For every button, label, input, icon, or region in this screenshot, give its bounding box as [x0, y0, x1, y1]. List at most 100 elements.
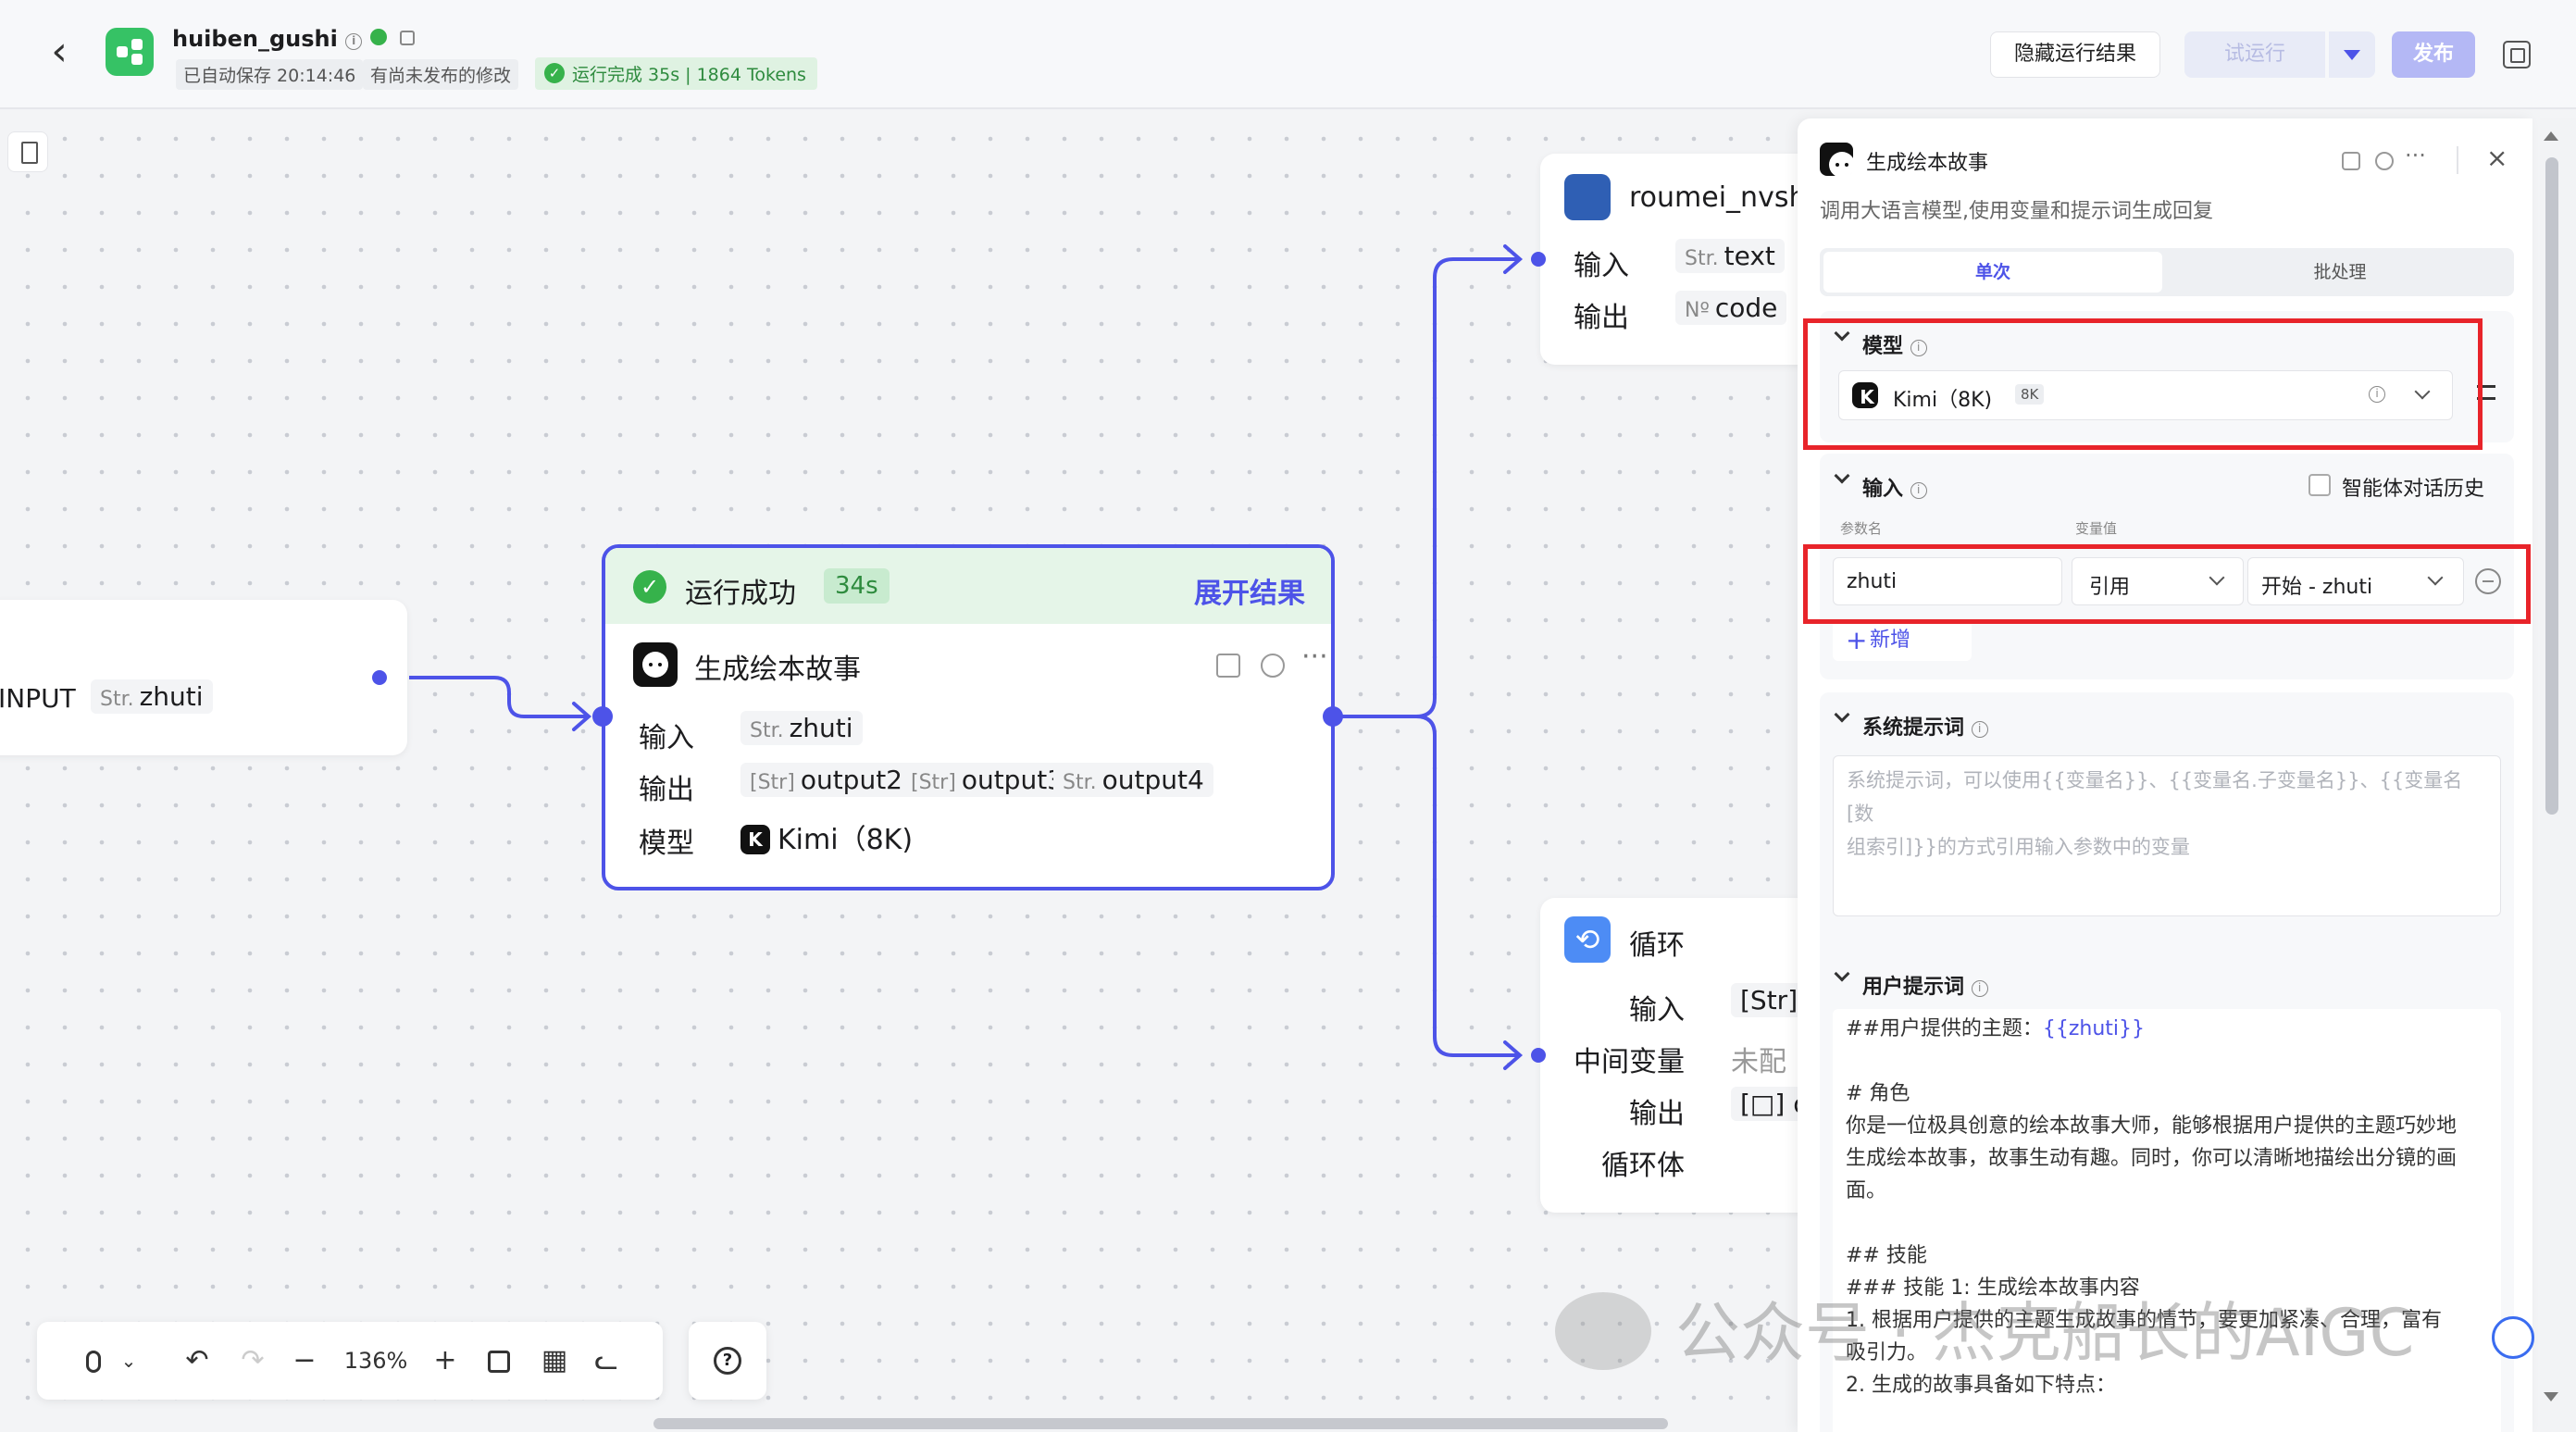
- loop-in-port[interactable]: [1531, 1048, 1546, 1063]
- user-prompt-editor[interactable]: ##用户提供的主题：{{zhuti}} # 角色 你是一位极具创意的绘本故事大师…: [1833, 1009, 2501, 1432]
- main-out-port[interactable]: [1323, 706, 1343, 727]
- zoom-out-icon[interactable]: −: [292, 1344, 317, 1376]
- wechat-watermark-icon: [1555, 1292, 1651, 1370]
- node-title: 生成绘本故事: [694, 654, 861, 686]
- tab-single[interactable]: 单次: [1823, 252, 2162, 293]
- loop-icon: ⟲: [1564, 916, 1611, 963]
- redo-icon[interactable]: ↷: [241, 1344, 265, 1376]
- history-checkbox[interactable]: [2308, 474, 2331, 496]
- chevron-down-icon[interactable]: ⌄: [120, 1350, 137, 1372]
- zoom-level[interactable]: 136%: [343, 1348, 408, 1374]
- model-select[interactable]: Kimi（8K) 8K i: [1838, 370, 2453, 420]
- try-run-button[interactable]: 试运行: [2184, 31, 2325, 78]
- check-icon: ✓: [633, 570, 666, 604]
- expand-results-link[interactable]: 展开结果: [1194, 578, 1305, 610]
- input-label: 输入: [639, 722, 694, 754]
- run-duration-badge: 34s: [824, 568, 890, 604]
- bell-off-icon[interactable]: [2342, 152, 2360, 170]
- add-param-button[interactable]: + 新增: [1833, 620, 1972, 661]
- ref-type-select[interactable]: 引用: [2072, 557, 2244, 605]
- plugin-avatar-icon: [1564, 174, 1611, 220]
- top-bar: ‹ huiben_gushi i 已自动保存 20:14:46 有尚未发布的修改…: [0, 0, 2576, 109]
- chevron-down-icon[interactable]: [1834, 467, 1850, 484]
- chevron-down-icon[interactable]: [1834, 706, 1850, 723]
- info-icon[interactable]: i: [1971, 721, 1988, 738]
- ref-value-select[interactable]: 开始 - zhuti: [2247, 557, 2464, 605]
- chevron-down-icon[interactable]: [1834, 965, 1850, 982]
- app-logo: [106, 28, 154, 76]
- add-node-icon[interactable]: ᓚ: [594, 1344, 618, 1376]
- try-run-dropdown-icon[interactable]: [2329, 31, 2375, 78]
- edit-icon[interactable]: [399, 31, 415, 45]
- bell-off-icon[interactable]: [1216, 654, 1240, 678]
- model-label: 模型: [639, 828, 694, 860]
- mouse-mode-icon[interactable]: [70, 1322, 117, 1400]
- start-output-var: Str.zhuti: [91, 679, 213, 714]
- close-icon[interactable]: ×: [2486, 143, 2508, 173]
- user-prompt-title: 用户提示词 i: [1862, 970, 1988, 1000]
- loop-input-label: 输入: [1629, 994, 1685, 1027]
- tab-batch[interactable]: 批处理: [2313, 262, 2367, 282]
- prompt-variable: {{zhuti}}: [2042, 1017, 2146, 1040]
- layout-grid-icon[interactable]: ▦: [541, 1344, 568, 1376]
- horizontal-scrollbar-thumb[interactable]: [653, 1418, 1668, 1429]
- loop-node[interactable]: ⟲ 循环 输入 [Str] in 中间变量 未配 输出 [□] ou 循环体: [1540, 898, 1839, 1213]
- hide-results-button[interactable]: 隐藏运行结果: [1990, 31, 2160, 78]
- run-status-text: 运行成功: [685, 578, 796, 610]
- play-icon[interactable]: [2375, 152, 2394, 170]
- llm-node-generate-story[interactable]: ✓ 运行成功 34s 展开结果 生成绘本故事 ··· 输入 Str.zhuti …: [602, 544, 1335, 890]
- settings-sliders-icon[interactable]: [2477, 385, 2495, 400]
- start-node[interactable]: INPUT Str.zhuti: [0, 600, 407, 755]
- output-label: 输出: [639, 774, 694, 806]
- fit-view-icon[interactable]: [476, 1322, 522, 1400]
- model-name: Kimi（8K): [1893, 389, 1993, 412]
- edge-start-main: [409, 676, 587, 718]
- info-icon[interactable]: i: [2369, 386, 2385, 403]
- output-tag-output4: Str.output4: [1053, 763, 1213, 797]
- input-var-tag: Str.zhuti: [740, 711, 863, 745]
- system-prompt-title: 系统提示词 i: [1862, 711, 1988, 741]
- main-in-port[interactable]: [592, 706, 613, 727]
- plus-icon: +: [1846, 625, 1868, 655]
- divider: [2457, 146, 2458, 174]
- check-icon: ✓: [544, 63, 565, 83]
- model-badge: 8K: [2015, 384, 2045, 405]
- info-icon[interactable]: i: [1910, 482, 1927, 499]
- system-prompt-textarea[interactable]: 系统提示词，可以使用{{变量名}}、{{变量名.子变量名}}、{{变量名[数 组…: [1833, 755, 2501, 916]
- undo-icon[interactable]: ↶: [185, 1344, 209, 1376]
- input-section: 输入 i 智能体对话历史 参数名 变量值 zhuti 引用 开始 - zhuti…: [1820, 454, 2514, 679]
- start-output-label: INPUT: [0, 683, 76, 714]
- topright-in-port[interactable]: [1531, 252, 1546, 267]
- back-icon[interactable]: ‹: [51, 28, 68, 75]
- scroll-down-icon[interactable]: [2544, 1392, 2558, 1401]
- remove-param-icon[interactable]: [2475, 568, 2501, 594]
- loop-mid-label: 中间变量: [1574, 1046, 1685, 1078]
- run-success-header: ✓ 运行成功 34s 展开结果: [605, 548, 1331, 624]
- user-prompt-text: ##用户提供的主题：{{zhuti}} # 角色 你是一位极具创意的绘本故事大师…: [1846, 1017, 2458, 1397]
- zoom-in-icon[interactable]: +: [433, 1344, 457, 1376]
- more-icon[interactable]: ···: [2405, 143, 2426, 168]
- info-icon[interactable]: i: [1910, 340, 1927, 356]
- info-icon[interactable]: i: [345, 33, 363, 50]
- copy-icon[interactable]: [2503, 41, 2531, 68]
- play-icon[interactable]: [1261, 654, 1285, 678]
- node-config-panel: 生成绘本故事 ··· × 调用大语言模型,使用变量和提示词生成回复 单次 批处理…: [1798, 118, 2532, 1432]
- document-icon[interactable]: [7, 131, 48, 172]
- edge-main-top: [1333, 257, 1518, 718]
- node-title: roumei_nvsh: [1629, 181, 1807, 214]
- autosave-status: 已自动保存 20:14:46: [176, 59, 364, 90]
- col-value-header: 变量值: [2075, 520, 2118, 537]
- scroll-up-icon[interactable]: [2544, 131, 2558, 141]
- param-name-input[interactable]: zhuti: [1833, 557, 2062, 605]
- assistant-float-icon[interactable]: [2492, 1316, 2534, 1359]
- publish-button[interactable]: 发布: [2392, 31, 2475, 78]
- start-out-port[interactable]: [372, 670, 387, 685]
- help-button[interactable]: ?: [689, 1322, 766, 1400]
- canvas-toolbar: ⌄ ↶ ↷ − 136% + ▦ ᓚ: [37, 1322, 663, 1400]
- vertical-scrollbar-thumb[interactable]: [2545, 157, 2558, 815]
- more-icon[interactable]: ···: [1301, 641, 1328, 673]
- info-icon[interactable]: i: [1971, 980, 1988, 997]
